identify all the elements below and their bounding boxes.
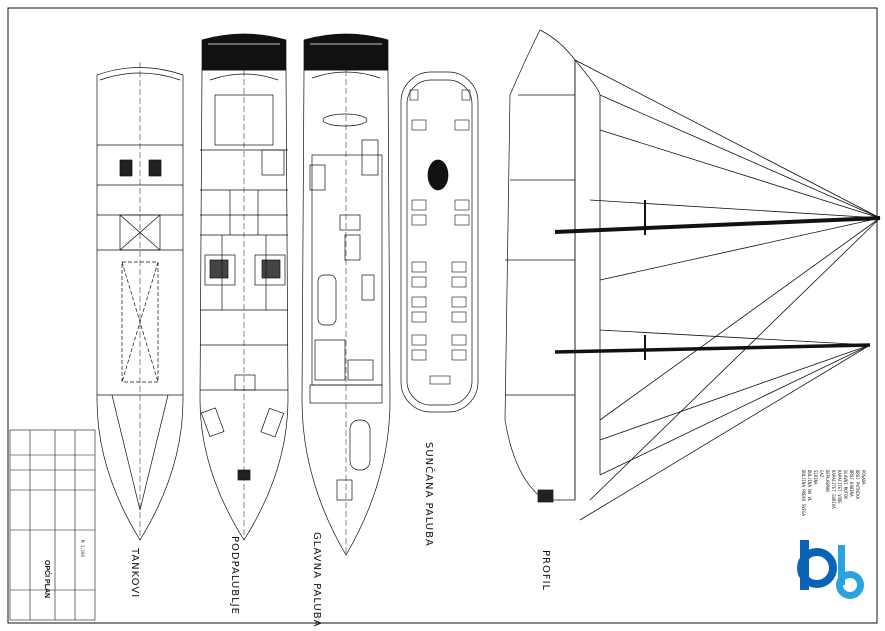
title-block [9, 429, 96, 621]
view-label-lower-deck: PODPALUBLJE [229, 536, 240, 615]
sheet-border [7, 7, 878, 624]
legend-line: GAZ [819, 470, 824, 478]
lower-deck-view [199, 33, 289, 541]
legend-line: POSADA [861, 470, 866, 485]
legend-line: DULJINA PREKO SVEGA [801, 470, 806, 516]
legend-line: DULJINA NA VL [807, 470, 812, 502]
sun-deck-view [400, 71, 479, 413]
view-label-main-deck: GLAVNA PALUBA [311, 532, 322, 628]
main-deck-view [301, 33, 391, 556]
view-label-sun-deck: SUNČANA PALUBA [423, 442, 434, 547]
company-logo [797, 540, 864, 599]
profile-view [504, 29, 881, 521]
drawing-title: OPĆI PLAN [43, 560, 50, 599]
legend-line: BROJ KABINA [849, 470, 854, 497]
legend-line: BROJ PUTNIKA [855, 470, 860, 499]
tank-view [96, 62, 184, 541]
legend-line: GLAVNI MOTOR [843, 470, 848, 499]
legend-line: KAPACITET GORIVA [831, 470, 836, 509]
legend-line: ŠIRINA [813, 470, 818, 485]
legend-line: DEPLASMAN [825, 470, 830, 492]
drawing-scale: M 1:100 [80, 540, 85, 557]
view-label-profile: PROFIL [540, 550, 551, 592]
legend-line: KAPACITET VODE [837, 470, 842, 504]
view-label-tank: TANKOVI [129, 548, 140, 599]
